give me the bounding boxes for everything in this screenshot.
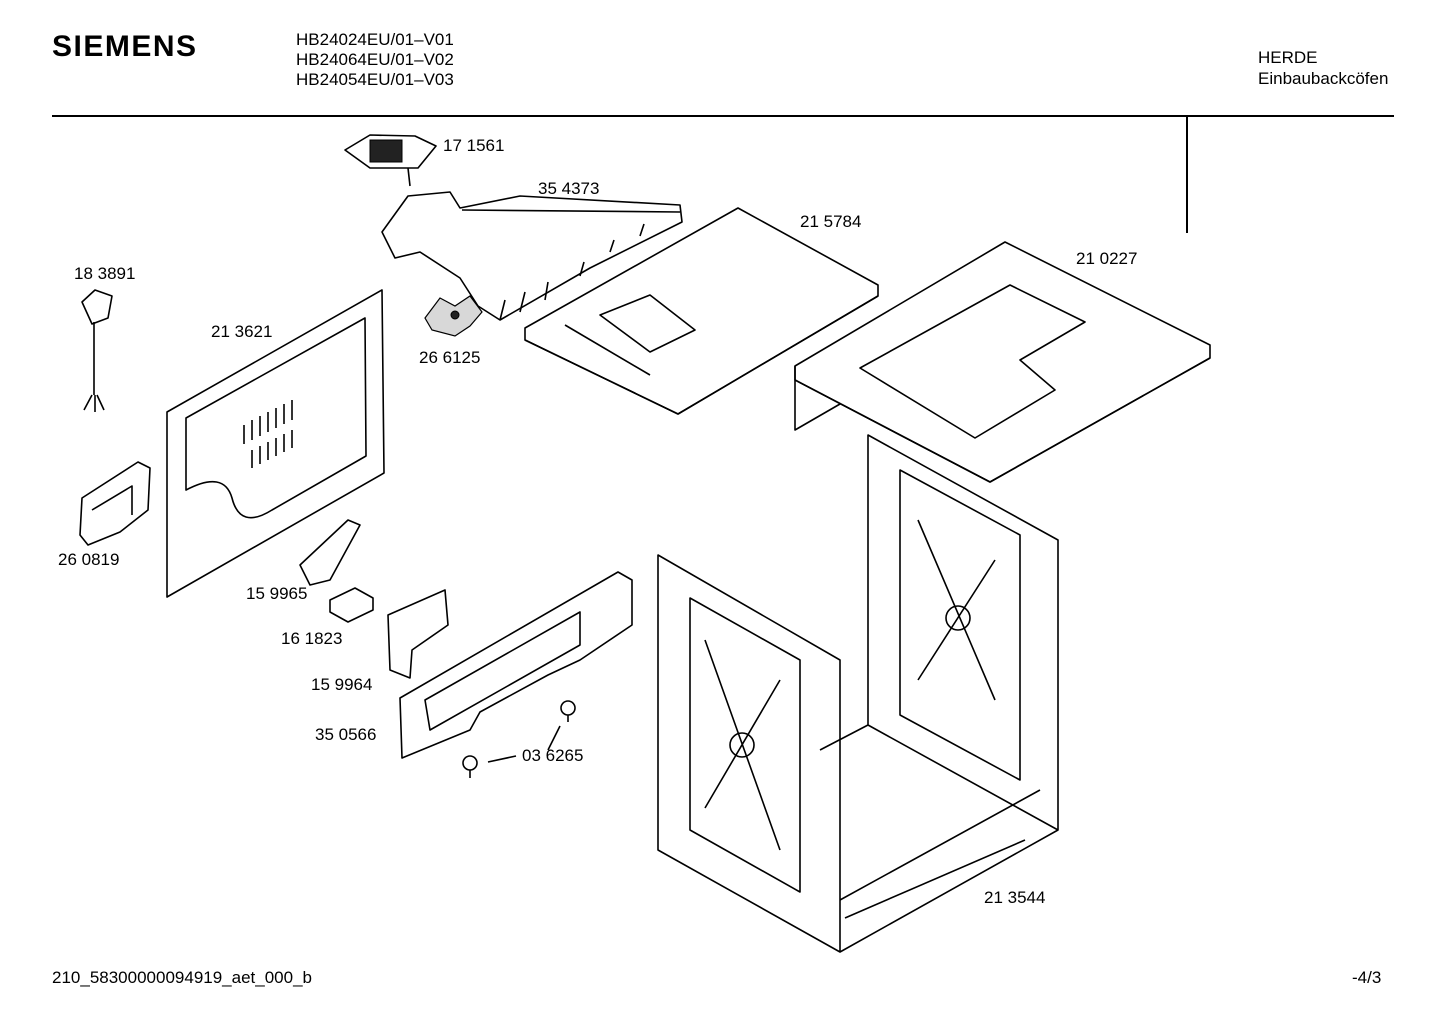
part-clip [329, 587, 374, 623]
part-top-panel [794, 241, 1211, 483]
vertical-divider [1186, 117, 1188, 233]
part-power-cord [81, 289, 113, 412]
part-label-159965: 15 9965 [246, 584, 308, 603]
part-label-213621: 21 3621 [211, 322, 273, 341]
document-code: 210_58300000094919_aet_000_b [52, 968, 312, 987]
part-label-183891: 18 3891 [74, 264, 136, 283]
part-bracket [79, 461, 151, 546]
category-title: HERDE [1258, 48, 1318, 67]
brand-logo: SIEMENS [52, 30, 198, 63]
header-divider [52, 115, 1394, 117]
part-label-215784: 21 5784 [800, 212, 862, 231]
part-label-159964: 15 9964 [311, 675, 373, 694]
part-front-frame [399, 571, 633, 759]
model-list: HB24024EU/01–V01 HB24064EU/01–V02 HB2405… [296, 30, 454, 90]
subcategory-title: Einbaubackcöfen [1258, 69, 1389, 88]
part-label-213544: 21 3544 [984, 888, 1046, 907]
page-number: -4/3 [1352, 968, 1382, 987]
part-switch [299, 519, 361, 586]
part-label-161823: 16 1823 [281, 629, 343, 648]
part-fan-housing [381, 191, 683, 321]
part-label-036265: 03 6265 [522, 746, 584, 765]
part-label-350566: 35 0566 [315, 725, 377, 744]
model-number: HB24064EU/01–V02 [296, 50, 454, 69]
model-number: HB24024EU/01–V01 [296, 30, 454, 49]
part-mount-plate [387, 589, 449, 679]
part-back-panel [166, 289, 385, 598]
part-thermostat [344, 134, 437, 187]
model-number: HB24054EU/01–V03 [296, 70, 454, 89]
part-label-171561: 17 1561 [443, 136, 505, 155]
category-block: HERDE Einbaubackcöfen [1258, 47, 1388, 89]
part-oven-cavity [657, 434, 1059, 953]
part-top-cover [524, 207, 879, 415]
part-label-266125: 26 6125 [419, 348, 481, 367]
part-label-210227: 21 0227 [1076, 249, 1138, 268]
part-screws [462, 700, 576, 778]
part-label-354373: 35 4373 [538, 179, 600, 198]
part-label-260819: 26 0819 [58, 550, 120, 569]
part-fan-blade [424, 295, 483, 337]
